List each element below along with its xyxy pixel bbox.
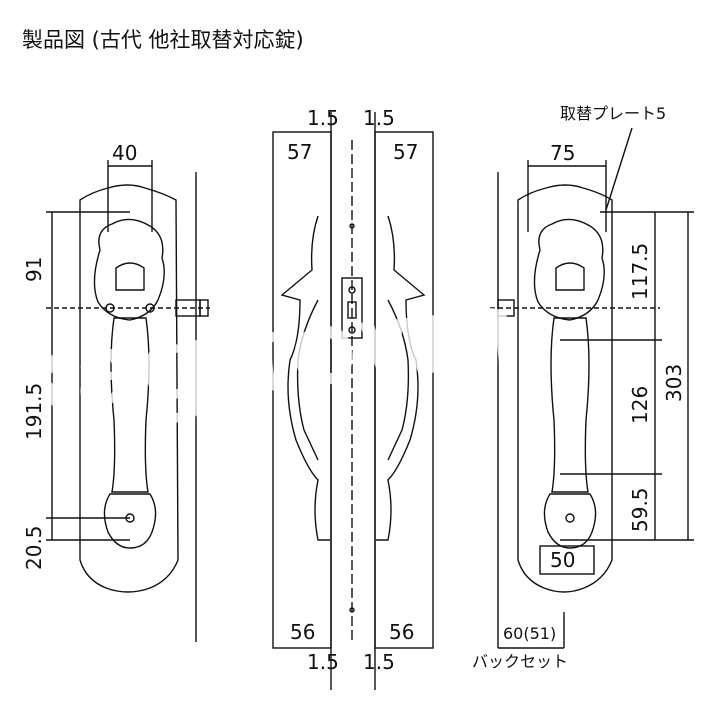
dim-label-50: 50 [550,548,576,572]
dim-label-top-left-width: 57 [287,140,313,164]
dim-label-top-right-width: 57 [393,140,419,164]
dim-box-50 [539,545,595,575]
left-rosette-top [93,218,165,321]
dim-label-bottom-right-width: 56 [389,620,415,644]
right-handle-grip [550,317,590,493]
dim-label-75: 75 [550,141,576,165]
dim-label-bottom-right-gap: 1.5 [363,650,395,674]
left-rosette-bottom [103,493,157,549]
backset-label: バックセット [472,652,569,671]
dim-label-bottom-left-width: 56 [290,620,316,644]
dim-label-126: 126 [628,385,652,424]
dim-label-91: 91 [22,256,46,282]
dim-label-20-5: 20.5 [22,525,46,570]
right-rosette-bottom [543,493,597,549]
right-escutcheon-plate [517,184,613,593]
dim-label-303: 303 [662,363,686,402]
dim-label-117-5: 117.5 [628,242,652,300]
dim-label-top-right-gap: 1.5 [363,106,395,130]
plate-leader-line [605,127,633,211]
dim-label-59-5: 59.5 [628,487,652,532]
right-rosette-top [533,218,605,321]
left-handle-grip [110,317,150,493]
dim-label-bottom-left-gap: 1.5 [307,650,339,674]
dim-label-40: 40 [112,141,138,165]
dim-label-191-5: 191.5 [22,382,46,440]
side-right-handle [376,215,426,541]
side-left-handle [280,215,330,541]
backset-values: 60(51) [503,624,557,643]
side-lock-body [341,277,363,339]
side-left-plate [272,131,332,649]
plate-label: 取替プレート5 [560,104,667,123]
side-right-plate [374,131,434,649]
dim-label-top-left-gap: 1.5 [307,106,339,130]
page-title: 製品図 (古代 他社取替対応錠) [22,28,304,52]
